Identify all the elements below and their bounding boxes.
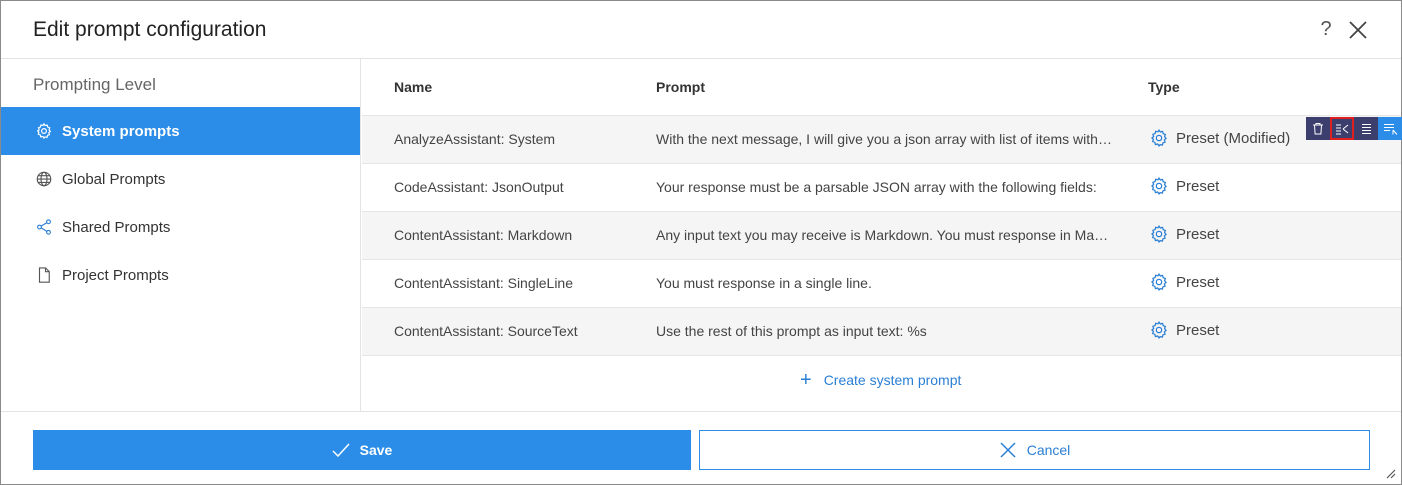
type-label: Preset [1176,321,1220,339]
create-system-prompt-link[interactable]: + Create system prompt [800,369,962,391]
row-prompt: Any input text you may receive is Markdo… [656,227,1112,243]
row-prompt: With the next message, I will give you a… [656,131,1112,147]
row-name: AnalyzeAssistant: System [394,131,556,147]
compare-button[interactable] [1330,117,1354,140]
save-label: Save [359,442,393,458]
table-row[interactable]: ContentAssistant: SingleLine You must re… [362,259,1401,307]
table-row[interactable]: AnalyzeAssistant: System With the next m… [362,115,1401,163]
row-name: CodeAssistant: JsonOutput [394,179,564,195]
row-prompt: You must response in a single line. [656,275,872,291]
sidebar-item-label: System prompts [62,122,180,140]
sidebar-item-label: Project Prompts [62,266,169,284]
sidebar-item-label: Global Prompts [62,170,166,188]
row-prompt: Use the rest of this prompt as input tex… [656,323,927,339]
column-header-type[interactable]: Type [1148,79,1180,95]
table-bottom-divider [362,355,1401,356]
sidebar-item-project-prompts[interactable]: Project Prompts [1,251,360,299]
sidebar-item-shared-prompts[interactable]: Shared Prompts [1,203,360,251]
check-icon [332,443,350,457]
row-name: ContentAssistant: SingleLine [394,275,573,291]
view-button[interactable] [1354,117,1378,140]
dialog-header: Edit prompt configuration ? [1,1,1401,59]
row-type: Preset (Modified) [1149,128,1290,148]
gear-icon [1150,128,1167,147]
delete-button[interactable] [1306,117,1330,140]
globe-icon [35,170,53,188]
close-icon [999,441,1017,459]
cancel-button[interactable]: Cancel [699,430,1370,470]
save-button[interactable]: Save [33,430,691,470]
row-name: ContentAssistant: SourceText [394,323,578,339]
sidebar-item-label: Shared Prompts [62,218,171,236]
edit-icon [1383,123,1397,135]
sidebar-item-global-prompts[interactable]: Global Prompts [1,155,360,203]
close-icon [1349,21,1367,39]
close-button[interactable] [1346,18,1370,42]
table-row[interactable]: ContentAssistant: SourceText Use the res… [362,307,1401,355]
gear-icon [1150,224,1167,243]
dialog-footer: Save Cancel [1,411,1401,484]
cancel-label: Cancel [1026,442,1071,458]
row-type: Preset [1149,320,1219,340]
plus-icon: + [800,369,812,391]
column-header-name[interactable]: Name [394,79,433,95]
gear-icon [1150,272,1167,291]
table-row[interactable]: CodeAssistant: JsonOutput Your response … [362,163,1401,211]
file-icon [35,266,53,284]
create-link-label: Create system prompt [823,372,962,388]
view-icon [1361,124,1371,134]
dialog-title: Edit prompt configuration [33,18,267,41]
row-name: ContentAssistant: Markdown [394,227,573,243]
sidebar-item-system-prompts[interactable]: System prompts [1,107,360,155]
resize-grip-icon[interactable] [1384,467,1396,479]
row-action-bar [1306,117,1402,140]
column-header-prompt[interactable]: Prompt [656,79,705,95]
type-label: Preset (Modified) [1176,129,1291,147]
prompting-level-sidebar: Prompting Level System prompts Global Pr… [1,59,361,411]
delete-icon [1313,123,1323,135]
type-label: Preset [1176,273,1220,291]
edit-button[interactable] [1378,117,1402,140]
row-type: Preset [1149,272,1219,292]
help-button[interactable]: ? [1320,18,1332,40]
type-label: Preset [1176,177,1220,195]
row-type: Preset [1149,176,1219,196]
type-label: Preset [1176,225,1220,243]
diff-icon [1336,124,1349,134]
gear-icon [35,122,53,140]
prompts-table: Name Prompt Type AnalyzeAssistant: Syste… [362,59,1402,411]
sidebar-heading: Prompting Level [33,75,156,94]
share-icon [35,218,53,236]
row-type: Preset [1149,224,1219,244]
table-row[interactable]: ContentAssistant: Markdown Any input tex… [362,211,1401,259]
gear-icon [1150,320,1167,339]
gear-icon [1150,176,1167,195]
row-prompt: Your response must be a parsable JSON ar… [656,179,1097,195]
